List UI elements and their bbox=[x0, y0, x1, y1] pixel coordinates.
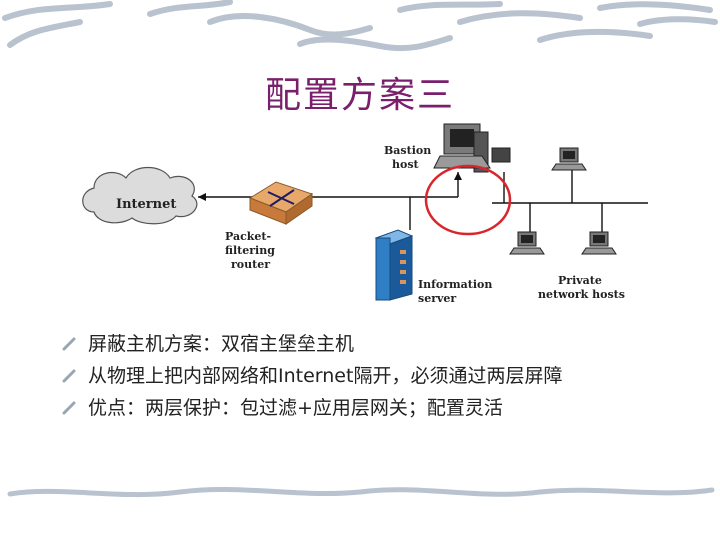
bastion-host-computer-icon bbox=[433, 123, 511, 173]
bullet-text: 屏蔽主机方案：双宿主堡垒主机 bbox=[88, 333, 355, 355]
router-label-1: Packet- bbox=[225, 230, 271, 243]
information-server-icon bbox=[374, 229, 414, 301]
bullet-item: 屏蔽主机方案：双宿主堡垒主机 bbox=[60, 328, 562, 360]
private-hosts-label-2: network hosts bbox=[538, 288, 625, 301]
bullet-item: 从物理上把内部网络和Internet隔开，必须通过两层屏障 bbox=[60, 360, 562, 392]
bastion-label-2: host bbox=[392, 158, 420, 171]
bullet-text: 优点：两层保护：包过滤+应用层网关；配置灵活 bbox=[88, 397, 503, 419]
private-host-icon bbox=[581, 231, 617, 255]
slide-title: 配置方案三 bbox=[264, 75, 455, 116]
bullet-item: 优点：两层保护：包过滤+应用层网关；配置灵活 bbox=[60, 392, 562, 424]
private-hosts-label-1: Private bbox=[558, 274, 602, 287]
internet-label: Internet bbox=[116, 197, 176, 212]
network-diagram: Internet Packet- filtering router Bastio… bbox=[72, 120, 648, 308]
decorative-top-border bbox=[2, 0, 718, 52]
router-label-2: filtering bbox=[225, 244, 275, 257]
internet-cloud bbox=[82, 166, 198, 225]
private-host-icon bbox=[509, 231, 545, 255]
info-server-label-1: Information bbox=[418, 278, 492, 291]
bullet-list: 屏蔽主机方案：双宿主堡垒主机 从物理上把内部网络和Internet隔开，必须通过… bbox=[60, 328, 562, 424]
highlight-circle bbox=[424, 164, 512, 236]
router-label-3: router bbox=[231, 258, 270, 271]
bullet-icon bbox=[62, 369, 76, 383]
router-icon bbox=[248, 181, 314, 225]
bullet-icon bbox=[62, 401, 76, 415]
bullet-icon bbox=[62, 337, 76, 351]
bullet-text: 从物理上把内部网络和Internet隔开，必须通过两层屏障 bbox=[88, 365, 563, 387]
decorative-bottom-border bbox=[7, 486, 715, 498]
private-host-icon bbox=[551, 147, 587, 171]
info-server-label-2: server bbox=[418, 292, 456, 305]
bastion-label-1: Bastion bbox=[384, 144, 431, 157]
